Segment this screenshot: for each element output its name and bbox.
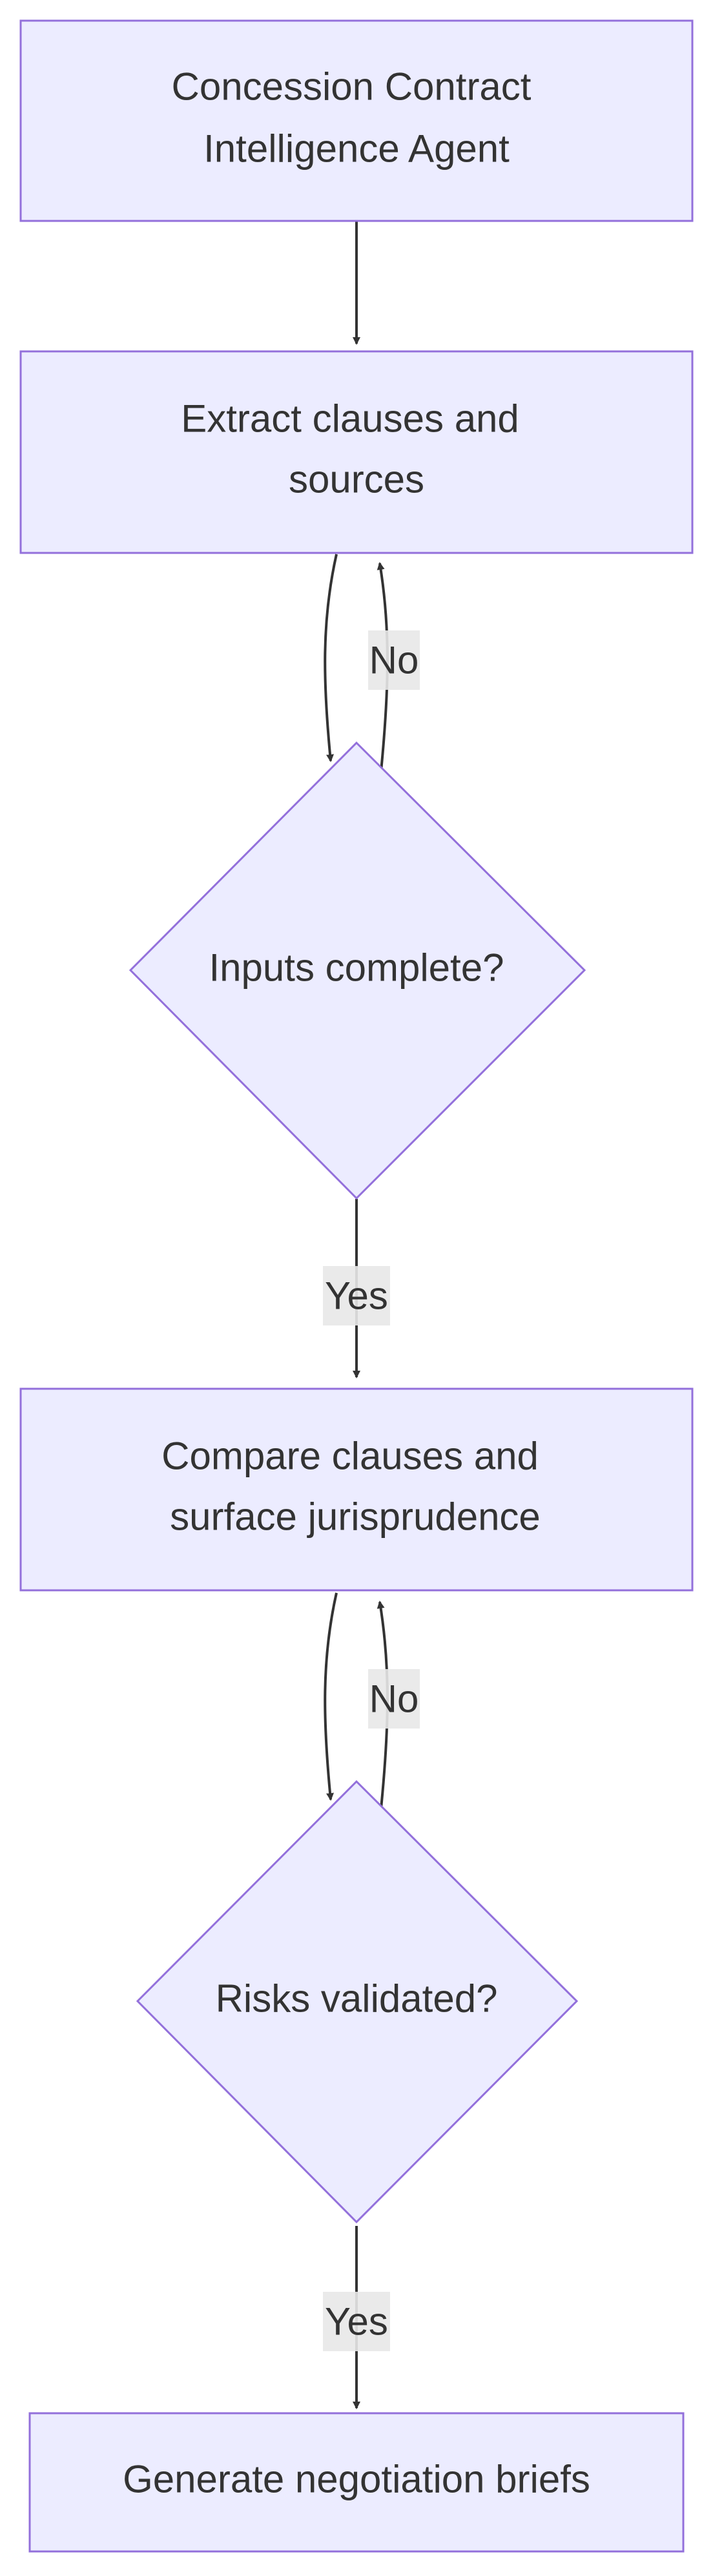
edge-compare-to-risks-check bbox=[324, 1592, 338, 1801]
node-compare: Compare clauses and surface jurisprudenc… bbox=[19, 1387, 694, 1592]
edge-label-inputs-no: No bbox=[369, 639, 419, 682]
node-risks-check-label: Risks validated? bbox=[216, 1977, 498, 2020]
node-inputs-check: Inputs complete? bbox=[129, 741, 586, 1200]
edge-label-bg bbox=[323, 1266, 390, 1325]
node-extract-box bbox=[19, 350, 694, 554]
edge-label-bg bbox=[368, 630, 420, 690]
edge-labels: No Yes No Yes bbox=[323, 630, 420, 2351]
node-compare-label-line2: surface jurisprudence bbox=[170, 1495, 541, 1539]
node-extract-label-line2: sources bbox=[289, 458, 424, 501]
node-extract-label-line1: Extract clauses and bbox=[181, 397, 519, 441]
node-generate-label: Generate negotiation briefs bbox=[123, 2458, 590, 2501]
node-compare-box bbox=[19, 1387, 694, 1592]
edge-label-inputs-yes: Yes bbox=[325, 1274, 388, 1318]
node-agent: Concession Contract Intelligence Agent bbox=[19, 19, 694, 222]
node-risks-check: Risks validated? bbox=[136, 1780, 579, 2224]
node-inputs-check-label: Inputs complete? bbox=[209, 946, 504, 990]
node-agent-label-line1: Concession Contract bbox=[172, 65, 532, 109]
node-generate-box bbox=[28, 2412, 685, 2553]
edge-label-bg bbox=[368, 1669, 420, 1729]
node-generate: Generate negotiation briefs bbox=[28, 2412, 685, 2553]
node-inputs-check-diamond bbox=[129, 741, 586, 1200]
node-extract: Extract clauses and sources bbox=[19, 350, 694, 554]
node-agent-label-line2: Intelligence Agent bbox=[203, 127, 510, 171]
node-agent-box bbox=[19, 19, 694, 222]
edge-label-risks-no: No bbox=[369, 1678, 419, 1721]
edge-label-bg bbox=[323, 2292, 390, 2351]
edge-label-risks-yes: Yes bbox=[325, 2300, 388, 2343]
edge-extract-to-inputs-check bbox=[324, 554, 338, 762]
node-risks-check-diamond bbox=[136, 1780, 579, 2224]
node-compare-label-line1: Compare clauses and bbox=[161, 1435, 539, 1478]
